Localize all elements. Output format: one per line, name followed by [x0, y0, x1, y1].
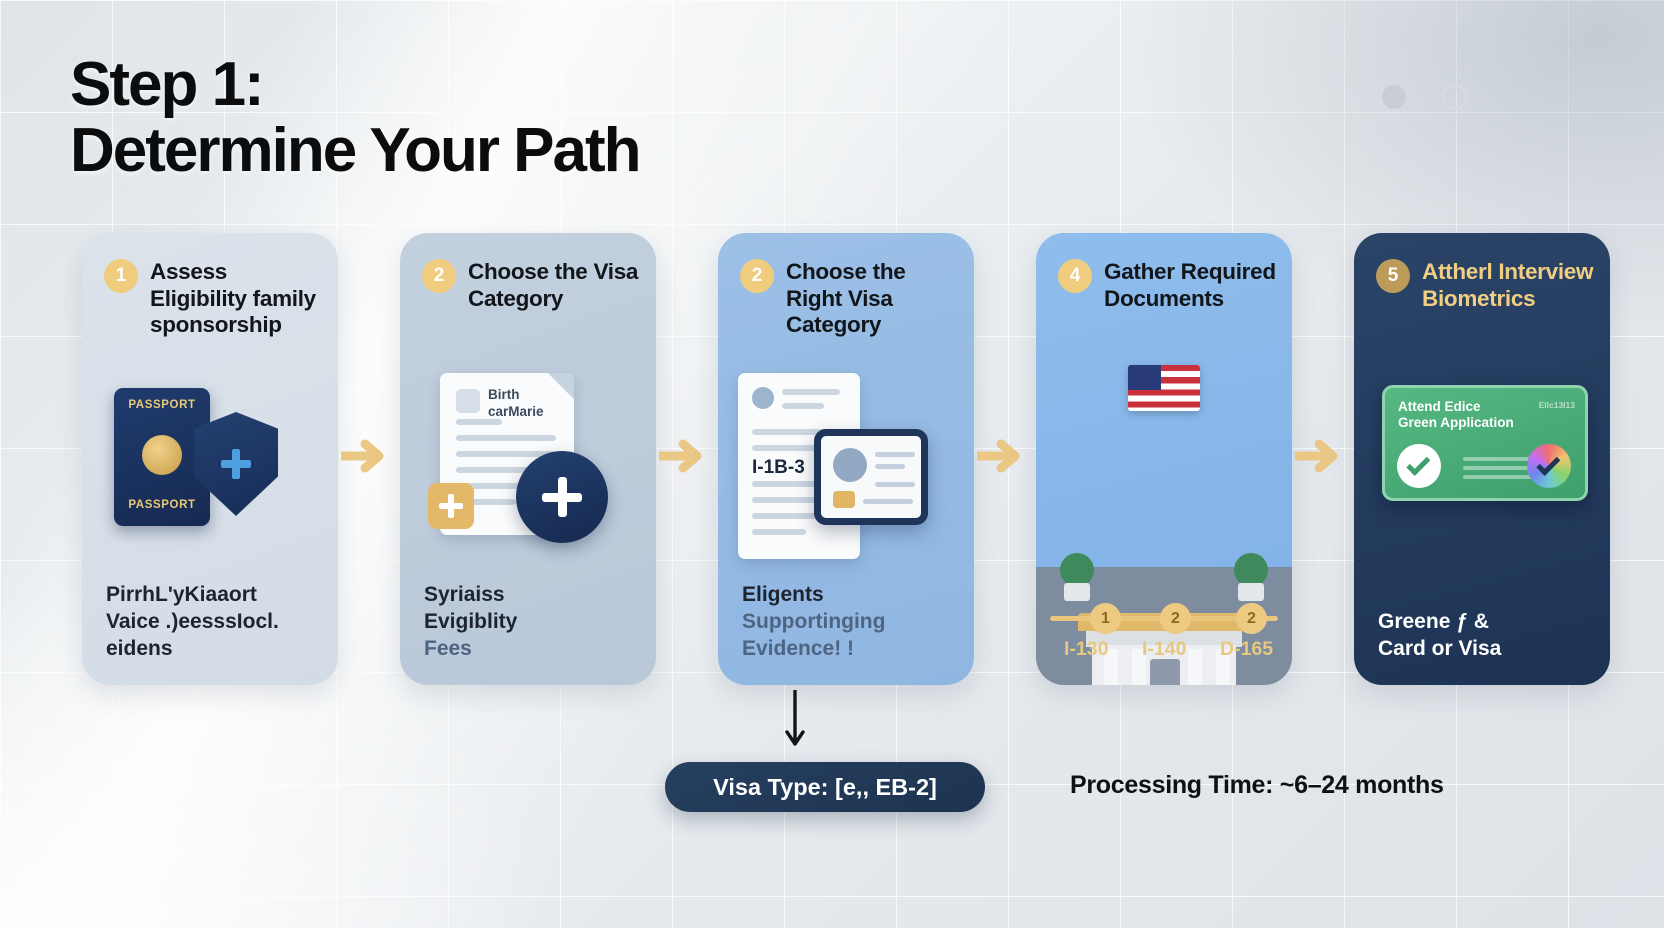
id-card-photo-icon [833, 448, 867, 482]
visa-type-badge[interactable]: Visa Type: [e,, EB-2] [665, 762, 985, 812]
maximize-icon[interactable] [1442, 84, 1468, 110]
step-5-title: Attherl Interview Biometrics [1422, 259, 1594, 311]
add-plus-circle-icon [516, 451, 608, 543]
passport-bottom-label: PASSPORT [128, 499, 196, 511]
step-4-number-badge: 4 [1058, 259, 1092, 293]
arrow-1-to-2 [338, 233, 400, 685]
step-2-footer: Syriaiss Evigiblity Fees [424, 582, 640, 663]
biometrics-check-icon [1527, 444, 1571, 488]
application-form-icon: I-1B-3 [738, 373, 860, 559]
step-4-title: Gather Required Documents [1104, 259, 1276, 311]
steps-row: 1 Assess Eligibility family sponsorship … [82, 233, 1610, 685]
document-fold-icon [548, 373, 574, 399]
step-4-header: 4 Gather Required Documents [1058, 259, 1276, 312]
green-card-corner-text: Ellc13I13 [1538, 400, 1575, 410]
step-2-foot-line-3: Fees [424, 637, 472, 661]
step-5-footer: Greene ƒ & Card or Visa [1378, 609, 1594, 663]
passport-seal-icon [142, 435, 182, 475]
step-3-foot-line-3: Evidence! ! [742, 637, 855, 661]
step-card-4[interactable]: 4 Gather Required Documents [1036, 233, 1292, 685]
timeline-dot-1: 1 [1090, 603, 1121, 634]
processing-time-label: Processing Time: ~6–24 months [1070, 771, 1444, 799]
passport-shield-illustration: PASSPORT PASSPORT [82, 388, 338, 538]
us-flag-icon [1128, 365, 1200, 411]
step-2-number-badge: 2 [422, 259, 456, 293]
page-title: Step 1: Determine Your Path [70, 50, 642, 185]
step-2-title: Choose the Visa Category [468, 259, 639, 311]
step-3-foot-line-2: Supportinging [742, 610, 886, 634]
gold-plus-icon [428, 483, 474, 529]
arrow-2-to-3 [656, 233, 718, 685]
form-avatar-icon [752, 387, 774, 409]
step-1-title: Assess Eligibility family sponsorship [150, 259, 316, 338]
step-3-header: 2 Choose the Right Visa Category [740, 259, 958, 339]
timeline-dot-2: 2 [1160, 603, 1191, 634]
forms-timeline: 1 2 2 [1050, 603, 1278, 634]
step-2-foot-line-2: Evigiblity [424, 610, 518, 634]
step-3-foot-line-1: Eligents [742, 583, 824, 607]
step-2-header: 2 Choose the Visa Category [422, 259, 640, 312]
step-1-foot-line-3: eidens [106, 637, 173, 661]
step-5-foot-line-2: Card or Visa [1378, 637, 1502, 661]
step-1-foot-line-1: PirrhL'yKiaaort [106, 583, 257, 607]
timeline-dot-3: 2 [1236, 603, 1267, 634]
approved-check-icon [1397, 444, 1441, 488]
title-line-1: Step 1: [70, 50, 265, 119]
step-5-header: 5 Attherl Interview Biometrics [1376, 259, 1594, 312]
minimize-icon[interactable] [1382, 85, 1406, 109]
step-3-footer: Eligents Supportinging Evidence! ! [742, 582, 958, 663]
step-1-foot-line-2: Vaice .)eesssIocl. [106, 610, 279, 634]
tree-left-icon [1060, 553, 1094, 601]
id-card-icon [814, 429, 928, 525]
step-3-number-badge: 2 [740, 259, 774, 293]
passport-top-label: PASSPORT [128, 399, 196, 411]
id-card-chip-icon [833, 491, 855, 508]
step-5-number-badge: 5 [1376, 259, 1410, 293]
form-code-label: I-1B-3 [752, 457, 805, 478]
tree-right-icon [1234, 553, 1268, 601]
timeline-label-3: D-165 [1220, 638, 1274, 660]
step-card-1[interactable]: 1 Assess Eligibility family sponsorship … [82, 233, 338, 685]
down-arrow-connector [785, 690, 805, 746]
step-1-number-badge: 1 [104, 259, 138, 293]
document-stamp-icon [456, 389, 480, 413]
arrow-3-to-4 [974, 233, 1036, 685]
step-2-foot-line-1: Syriaiss [424, 583, 505, 607]
timeline-label-1: I-130 [1064, 638, 1109, 660]
form-idcard-illustration: I-1B-3 [718, 373, 974, 563]
shield-cross-icon [221, 449, 251, 479]
window-controls[interactable] [1382, 84, 1468, 110]
arrow-4-to-5 [1292, 233, 1354, 685]
step-card-3[interactable]: 2 Choose the Right Visa Category I-1B-3 [718, 233, 974, 685]
green-card-detail-lines [1463, 457, 1551, 484]
timeline-label-2: I-140 [1142, 638, 1187, 660]
step-3-title: Choose the Right Visa Category [786, 259, 906, 338]
step-1-footer: PirrhL'yKiaaort Vaice .)eesssIocl. eiden… [106, 582, 322, 663]
step-card-5[interactable]: 5 Attherl Interview Biometrics Attend Ed… [1354, 233, 1610, 685]
step-5-foot-line-1: Greene ƒ & [1378, 610, 1489, 634]
step-1-header: 1 Assess Eligibility family sponsorship [104, 259, 322, 339]
title-line-2: Determine Your Path [70, 115, 642, 185]
